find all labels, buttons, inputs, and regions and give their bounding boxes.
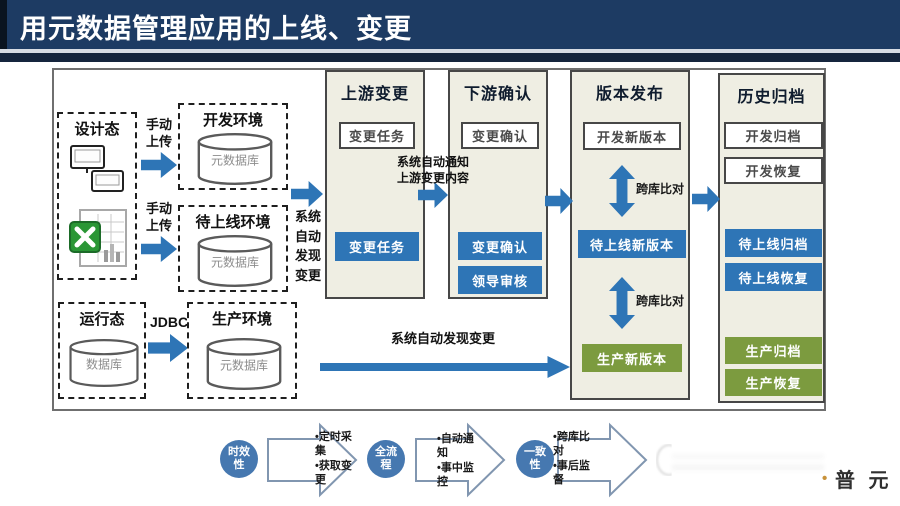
process-note-1: •定时采集 •获取变更 bbox=[315, 431, 352, 486]
timeliness-circle: 时效 性 bbox=[220, 440, 258, 478]
column-downstream-confirm: 下游确认 变更确认 变更确认 领导审核 bbox=[448, 70, 548, 299]
staging-db-label: 元数据库 bbox=[210, 255, 259, 270]
process-arrow-3-icon bbox=[557, 422, 648, 498]
column-version-release: 版本发布 开发新版本 跨库比对 待上线新版本 跨库比对 生产新版本 bbox=[570, 70, 690, 400]
prod-db-label: 元数据库 bbox=[219, 358, 268, 373]
design-state-box: 设计态 bbox=[57, 112, 137, 280]
dev-restore-white-box: 开发恢复 bbox=[724, 157, 823, 184]
manual-upload-label-top: 手动 上传 bbox=[145, 117, 172, 149]
title-bar: 用元数据管理应用的上线、变更 bbox=[0, 0, 900, 49]
full-process-circle: 全流 程 bbox=[367, 440, 405, 478]
leader-review-blue-box: 领导审核 bbox=[458, 266, 542, 294]
compare-updown-arrow-top-icon bbox=[609, 165, 635, 217]
dev-new-version-white-box: 开发新版本 bbox=[583, 122, 681, 150]
auto-notify-label: 系统自动通知 上游变更内容 bbox=[396, 155, 469, 185]
dev-db-label: 元数据库 bbox=[210, 153, 259, 168]
dev-env-label: 开发环境 bbox=[202, 112, 263, 129]
design-state-label: 设计态 bbox=[74, 121, 120, 138]
auto-discover-vertical-label: 系统 自动 发现 变更 bbox=[294, 209, 321, 283]
watermark-arc bbox=[656, 444, 672, 476]
change-task-blue-box: 变更任务 bbox=[335, 232, 419, 261]
dev-archive-white-box: 开发归档 bbox=[724, 122, 823, 149]
dev-metadata-db-cylinder: 元数据库 bbox=[195, 132, 275, 186]
change-task-white-box: 变更任务 bbox=[339, 122, 415, 149]
staging-archive-blue-box: 待上线归档 bbox=[725, 229, 822, 257]
cross-db-compare-label-bottom: 跨库比对 bbox=[636, 294, 685, 308]
primeton-logo: 普 元 bbox=[835, 470, 893, 492]
logo-dot: • bbox=[822, 470, 828, 487]
watermark-smudge bbox=[672, 447, 824, 487]
process-note-3: •跨库比对 •事后监督 bbox=[553, 431, 590, 486]
page-title: 用元数据管理应用的上线、变更 bbox=[20, 14, 412, 44]
consistency-circle: 一致 性 bbox=[516, 440, 554, 478]
change-confirm-white-box: 变更确认 bbox=[461, 122, 539, 149]
run-state-label: 运行态 bbox=[79, 311, 125, 328]
staging-env-label: 待上线环境 bbox=[195, 214, 271, 231]
staging-env-box: 待上线环境 元数据库 bbox=[178, 205, 288, 292]
excel-file-icon bbox=[69, 209, 127, 267]
dev-env-box: 开发环境 元数据库 bbox=[178, 103, 288, 190]
prod-archive-green-box: 生产归档 bbox=[725, 337, 822, 364]
run-db-cylinder: 数据库 bbox=[67, 333, 141, 393]
staging-restore-blue-box: 待上线恢复 bbox=[725, 263, 822, 291]
staging-metadata-db-cylinder: 元数据库 bbox=[195, 234, 275, 288]
auto-discover-label: 系统自动发现变更 bbox=[390, 331, 495, 346]
prod-env-box: 生产环境 元数据库 bbox=[187, 302, 297, 399]
staging-new-version-blue-box: 待上线新版本 bbox=[578, 230, 686, 258]
prod-env-label: 生产环境 bbox=[211, 311, 272, 328]
prod-new-version-green-box: 生产新版本 bbox=[582, 344, 682, 372]
cross-db-compare-label-top: 跨库比对 bbox=[636, 182, 685, 196]
change-confirm-blue-box: 变更确认 bbox=[458, 232, 542, 260]
title-underline-dark bbox=[0, 53, 900, 62]
column-downstream-header: 下游确认 bbox=[463, 86, 532, 103]
column-release-header: 版本发布 bbox=[595, 86, 664, 103]
run-state-box: 运行态 数据库 bbox=[58, 302, 146, 399]
manual-upload-label-bottom: 手动 上传 bbox=[145, 201, 172, 233]
process-arrow-1-icon bbox=[267, 422, 358, 498]
title-bar-edge bbox=[0, 0, 7, 49]
column-upstream-change: 上游变更 变更任务 变更任务 bbox=[325, 70, 425, 299]
windows-icon bbox=[70, 145, 124, 192]
compare-updown-arrow-bottom-icon bbox=[609, 277, 635, 329]
jdbc-label: JDBC bbox=[149, 314, 189, 330]
title-underline-light bbox=[0, 49, 900, 53]
column-archive-header: 历史归档 bbox=[737, 89, 806, 106]
run-db-label: 数据库 bbox=[85, 357, 122, 372]
column-history-archive: 历史归档 开发归档 开发恢复 待上线归档 待上线恢复 生产归档 生产恢复 bbox=[718, 73, 825, 403]
process-arrow-2-icon bbox=[415, 422, 506, 498]
column-upstream-header: 上游变更 bbox=[340, 86, 409, 103]
process-note-2: •自动通知 •事中监控 bbox=[437, 433, 474, 488]
prod-restore-green-box: 生产恢复 bbox=[725, 369, 822, 396]
prod-metadata-db-cylinder: 元数据库 bbox=[204, 335, 284, 393]
